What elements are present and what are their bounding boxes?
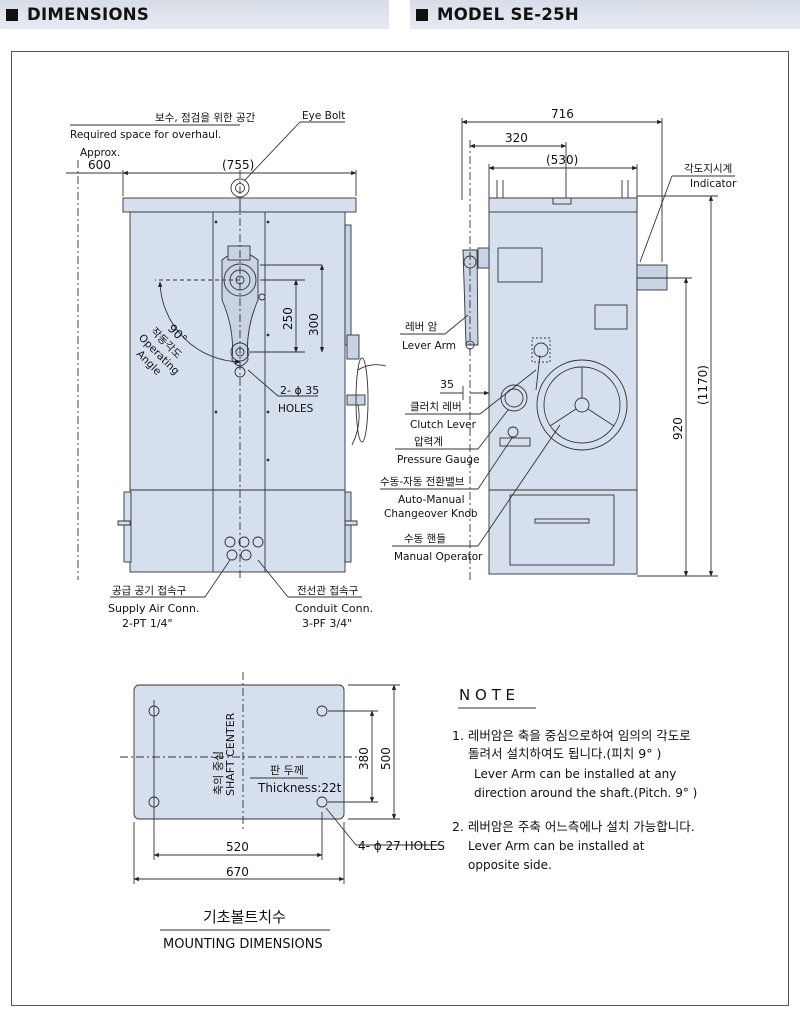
- dim-380: 380: [357, 747, 371, 770]
- dim-300: 300: [307, 313, 321, 336]
- dim-716: 716: [551, 107, 574, 121]
- drawing-frame: [11, 51, 789, 1006]
- supply-spec: 2-PT 1/4": [122, 617, 173, 630]
- manual-en: Manual Operator: [394, 551, 483, 563]
- dim-320: 320: [505, 131, 528, 145]
- dim-500: 500: [379, 747, 393, 770]
- mounting-title-kr: 기초볼트치수: [203, 908, 286, 926]
- indicator-kr: 각도지시계: [684, 163, 732, 175]
- mounting-hole: [316, 796, 328, 808]
- front-body: [488, 197, 638, 575]
- changeover-en2: Changeover Knob: [384, 508, 478, 520]
- manual-handwheel: [536, 359, 628, 451]
- clutch-kr: 클러치 레버: [410, 401, 462, 413]
- front-view: [380, 118, 735, 580]
- dimensions-header: DIMENSIONS: [0, 0, 389, 29]
- holes-count: 2- ϕ 35: [280, 384, 319, 397]
- holes-label: HOLES: [278, 403, 314, 415]
- overhaul-en: Required space for overhaul.: [70, 129, 221, 141]
- note2-en-1: Lever Arm can be installed at: [468, 839, 645, 853]
- dim-1170: (1170): [696, 365, 710, 405]
- mounting-plate-view: [120, 672, 536, 931]
- model-header: MODEL SE-25H: [410, 0, 800, 29]
- dimensions-header-label: DIMENSIONS: [27, 5, 150, 24]
- supply-en: Supply Air Conn.: [108, 602, 199, 615]
- mounting-hole: [316, 705, 328, 717]
- shaft-kr: 축의 중심: [212, 751, 225, 795]
- side-connectors: [224, 536, 264, 561]
- approx-label: Approx.: [80, 147, 120, 159]
- eye-bolt-label: Eye Bolt: [302, 110, 345, 122]
- note1-en-2: direction around the shaft.(Pitch. 9° ): [474, 786, 697, 800]
- note1-en-1: Lever Arm can be installed at any: [474, 767, 676, 781]
- dim-755: (755): [222, 158, 254, 172]
- gauge-en: Pressure Gauge: [397, 454, 480, 466]
- dim-670: 670: [226, 865, 249, 879]
- dim-920: 920: [671, 417, 685, 440]
- thickness-en: Thickness:22t: [257, 781, 342, 795]
- gauge-kr: 압력계: [414, 435, 443, 448]
- dim-250: 250: [281, 307, 295, 330]
- mounting-holes: 4- ϕ 27 HOLES: [358, 839, 445, 853]
- front-lever-arm: [462, 249, 479, 346]
- note2-en-2: opposite side.: [468, 858, 552, 872]
- square-bullet-icon: [6, 8, 18, 21]
- dim-530: (530): [546, 153, 578, 167]
- indicator-en: Indicator: [690, 178, 737, 190]
- conduit-spec: 3-PF 3/4": [302, 617, 352, 630]
- note1-kr-2: 돌려서 설치하여도 됩니다.(피치 9° ): [468, 746, 661, 761]
- supply-kr: 공급 공기 접속구: [112, 585, 187, 597]
- conduit-en: Conduit Conn.: [295, 602, 373, 615]
- thickness-kr: 판 두께: [270, 764, 304, 777]
- note2-kr: 2. 레버암은 주축 어느측에나 설치 가능합니다.: [452, 819, 695, 834]
- lever-en: Lever Arm: [402, 340, 456, 352]
- square-bullet-icon: [416, 8, 428, 21]
- dim-35: 35: [440, 378, 454, 391]
- changeover-en1: Auto-Manual: [398, 494, 465, 506]
- lever-kr: 레버 암: [405, 321, 438, 333]
- clutch-en: Clutch Lever: [410, 419, 477, 431]
- shaft-en: SHAFT CENTER: [224, 712, 237, 796]
- dim-600: 600: [88, 158, 111, 172]
- mounting-title-en: MOUNTING DIMENSIONS: [163, 937, 323, 952]
- note-title: N O T E: [459, 686, 515, 704]
- changeover-kr: 수동-자동 전환밸브: [380, 476, 465, 488]
- model-header-label: MODEL SE-25H: [437, 5, 580, 24]
- mounting-plate: [133, 684, 345, 820]
- note1-kr-1: 1. 레버암은 축을 중심으로하여 임의의 각도로: [452, 728, 691, 743]
- overhaul-kr: 보수, 점검을 위한 공간: [155, 111, 256, 124]
- manual-kr: 수동 핸들: [404, 533, 446, 545]
- dim-520: 520: [226, 840, 249, 854]
- side-view: [66, 121, 387, 598]
- conduit-kr: 전선관 접속구: [297, 585, 359, 597]
